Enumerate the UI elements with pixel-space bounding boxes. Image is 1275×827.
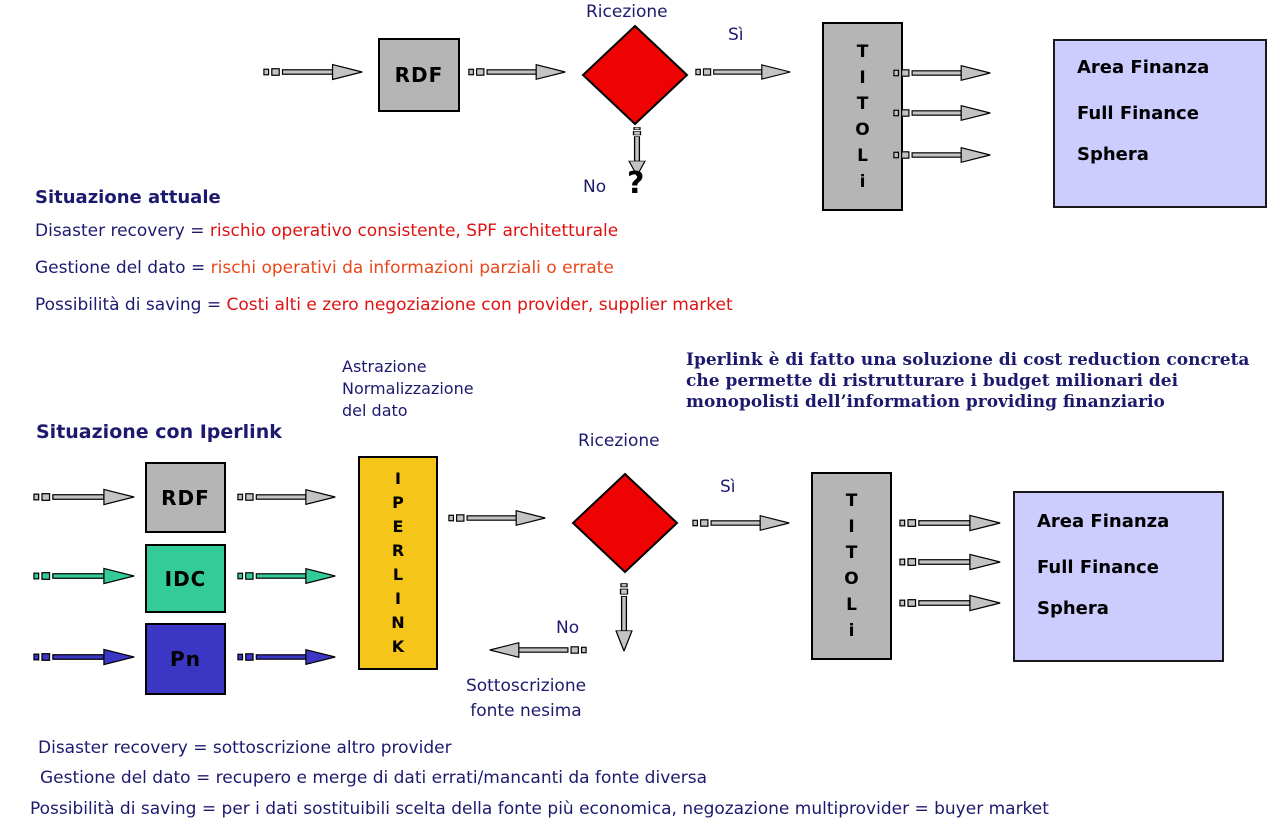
rdf-node-bottom: RDF [145,462,226,533]
decision-diamond [581,24,689,126]
titoli-letter: T [845,543,858,563]
flow-arrow-icon [33,648,135,666]
rdf-node-label: RDF [161,485,210,510]
flow-arrow-icon [237,568,336,584]
flow-arrow-icon [237,489,336,505]
flow-arrow-icon [33,488,135,506]
flow-arrow-left-icon [489,642,587,658]
note-line: Normalizzazione [342,379,474,398]
flow-arrow-icon [448,510,546,526]
claim-line: Iperlink è di fatto una soluzione di cos… [686,350,1250,370]
titoli-letter: L [857,145,868,166]
titoli-letter: I [848,517,855,537]
line-value: rischio operativo consistente, SPF archi… [209,221,619,241]
idc-node: IDC [145,544,226,613]
iperlink-letter: R [391,541,405,560]
flow-arrow-down-icon [615,582,633,652]
benefit-line-gestione: Gestione del dato = recupero e merge di … [40,768,707,788]
decision-diamond [571,472,679,574]
benefit-line-saving: Possibilità di saving = per i dati sosti… [30,799,1049,819]
titoli-letter: O [844,569,859,589]
iperlink-letter: N [391,613,405,632]
top-si-label: Sì [728,25,744,45]
titoli-letter: T [856,93,869,114]
note-line: del dato [342,401,408,420]
iperlink-letter: K [391,637,405,656]
line-value: Costi alti e zero negoziazione con provi… [226,295,733,315]
flow-arrow-icon [899,594,1001,612]
rdf-node-label: RDF [394,63,444,87]
top-no-label: No [583,177,607,197]
flow-arrow-icon [33,567,135,585]
question-mark: ? [627,166,645,201]
astrazione-note: Astrazione Normalizzazione del dato [342,356,474,422]
destinations-box-bottom: Area Finanza Full Finance Sphera [1013,491,1224,662]
titoli-letter: i [859,171,866,192]
titoli-letter: I [859,67,866,88]
note-line: Astrazione [342,357,427,376]
line-value: rischi operativi da informazioni parzial… [210,258,614,278]
destination-label: Full Finance [1037,557,1159,578]
destination-label: Sphera [1037,598,1109,619]
flow-arrow-icon [899,514,1001,532]
iperlink-letter: I [395,589,401,608]
current-line-disaster: Disaster recovery = rischio operativo co… [35,221,618,241]
destinations-box-top: Area Finanza Full Finance Sphera [1053,39,1267,208]
destination-label: Full Finance [1077,103,1199,124]
rdf-node-top: RDF [378,38,460,112]
iperlink-claim: Iperlink è di fatto una soluzione di cos… [686,350,1249,413]
iperlink-letter: P [392,493,404,512]
flow-arrow-icon [893,65,991,81]
benefit-line-disaster: Disaster recovery = sottoscrizione altro… [38,738,452,758]
line-label: Disaster recovery = [35,221,205,241]
destination-label: Area Finanza [1077,57,1210,78]
titoli-letter: T [856,41,869,62]
destination-label: Sphera [1077,144,1149,165]
titoli-node-bottom: T I T O L i [811,472,892,660]
titoli-letter: i [848,621,855,641]
flow-arrow-icon [237,649,336,665]
flow-arrow-icon [899,553,1001,571]
no-action-line: fonte nesima [470,701,582,721]
pn-node-label: Pn [170,647,201,671]
iperlink-letter: L [392,565,404,584]
titoli-letter: O [855,119,870,140]
titoli-letter: L [846,595,857,615]
pn-node: Pn [145,623,226,695]
flow-arrow-icon [468,64,566,80]
flow-arrow-icon [893,105,991,121]
top-ricezione-label: Ricezione [586,2,668,22]
idc-node-label: IDC [164,566,207,591]
flow-arrow-icon [692,515,790,531]
bottom-no-label: No [556,618,580,638]
current-section-title: Situazione attuale [35,187,221,208]
destination-label: Area Finanza [1037,511,1170,532]
claim-line: monopolisti dell’information providing f… [686,392,1165,412]
current-line-saving: Possibilità di saving = Costi alti e zer… [35,295,733,315]
claim-line: che permette di ristrutturare i budget m… [686,371,1179,391]
line-label: Gestione del dato = [35,258,206,278]
line-label: Possibilità di saving = [35,295,222,315]
titoli-letter: T [845,491,858,511]
iperlink-section-title: Situazione con Iperlink [36,421,282,443]
flow-arrow-icon [695,64,791,80]
iperlink-letter: E [392,517,404,536]
flow-arrow-icon [263,63,363,81]
bottom-si-label: Sì [720,477,736,497]
iperlink-letter: I [395,469,401,488]
bottom-ricezione-label: Ricezione [578,431,660,451]
no-action-label: Sottoscrizione fonte nesima [446,674,606,724]
current-line-gestione: Gestione del dato = rischi operativi da … [35,258,614,278]
titoli-node-top: T I T O L i [822,22,903,211]
no-action-line: Sottoscrizione [465,676,587,696]
iperlink-node: I P E R L I N K [358,456,438,670]
flow-arrow-icon [893,147,991,163]
